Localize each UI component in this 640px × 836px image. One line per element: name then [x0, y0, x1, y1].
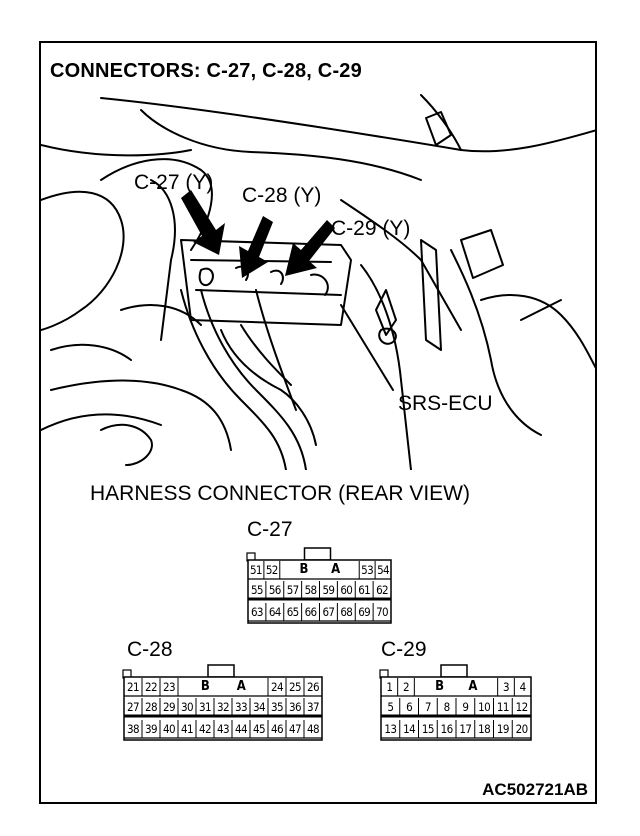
c28-face	[122, 664, 323, 741]
c28-pin-43: 43	[217, 722, 230, 736]
c28-pin-37: 37	[307, 700, 320, 714]
c29-face	[379, 664, 532, 741]
c29-label: C-29	[381, 638, 427, 661]
c29-pin-11: 11	[496, 700, 510, 714]
c27-pin-63: 63	[250, 605, 264, 619]
c29-pin-17: 17	[459, 722, 472, 736]
arrow-c28	[239, 216, 273, 278]
c27-pin-59: 59	[322, 583, 335, 597]
connector-c28: 21 22 23 B A 24 25 26 27 28 29 30 31 32 33 34 35 36 37 38 39…	[122, 662, 323, 742]
harness-heading: HARNESS CONNECTOR (REAR VIEW)	[90, 482, 470, 505]
c29-pin-1: 1	[386, 680, 393, 694]
c29-pin-16: 16	[440, 722, 454, 736]
c27-pin-53: 53	[361, 563, 374, 577]
c28-housing	[123, 676, 323, 741]
figure-code: AC502721AB	[482, 780, 588, 799]
c27-latch	[303, 547, 332, 561]
c29-pin-7: 7	[424, 700, 432, 714]
c28-pin-29: 29	[163, 700, 176, 714]
c28-pin-45: 45	[253, 722, 266, 736]
c29-photo-label: C-29 (Y)	[331, 217, 411, 240]
c28-pin-22: 22	[145, 680, 158, 694]
c28-pin-36: 36	[289, 700, 302, 714]
c28-pin-35: 35	[271, 700, 284, 714]
c29-pin-3: 3	[502, 680, 510, 694]
page-title: CONNECTORS: C-27, C-28, C-29	[50, 60, 362, 82]
c27-pin-61: 61	[358, 583, 371, 597]
c28-pin-34: 34	[253, 700, 266, 714]
c27-face	[246, 547, 392, 624]
c28-latch	[207, 664, 235, 678]
c29-key-B: B	[435, 679, 444, 694]
c28-pin-31: 31	[199, 700, 212, 714]
c27-pin-57: 57	[286, 583, 300, 597]
c28-pin-23: 23	[163, 680, 176, 694]
c28-pin-47: 47	[289, 722, 302, 736]
c27-pin-54: 54	[377, 563, 390, 577]
c27-pin-68: 68	[340, 605, 353, 619]
c29-pin-5: 5	[387, 700, 394, 714]
c28-pin-27: 27	[127, 700, 140, 714]
arrow-c29	[285, 220, 335, 276]
c28-pin-21: 21	[127, 680, 140, 694]
c27-pin-66: 66	[304, 605, 318, 619]
c27-key-B: B	[299, 562, 308, 577]
c28-pin-42: 42	[199, 722, 212, 736]
c28-pin-48: 48	[307, 722, 320, 736]
arrow-c27	[181, 190, 225, 255]
c28-key-A: A	[236, 679, 246, 694]
c29-pin-6: 6	[406, 700, 413, 714]
c28-pin-24: 24	[271, 680, 284, 694]
c27-pin-55: 55	[250, 583, 264, 597]
c28-pin-30: 30	[181, 700, 194, 714]
c28-pin-25: 25	[289, 680, 302, 694]
c29-pin-18: 18	[478, 722, 491, 736]
c27-pin-51: 51	[249, 563, 263, 577]
c29-pin-9: 9	[462, 700, 469, 714]
c28-pin-44: 44	[235, 722, 248, 736]
c28-photo-label: C-28 (Y)	[242, 184, 322, 207]
c27-pin-67: 67	[322, 605, 335, 619]
c29-pin-20: 20	[515, 722, 529, 736]
c29-latch	[440, 664, 468, 678]
c28-pin-46: 46	[271, 722, 284, 736]
c27-pin-58: 58	[304, 583, 318, 597]
c28-pin-38: 38	[127, 722, 140, 736]
c28-pin-26: 26	[307, 680, 320, 694]
c29-pin-13: 13	[384, 722, 397, 736]
c29-pin-12: 12	[515, 700, 529, 714]
c27-pin-64: 64	[268, 605, 282, 619]
c27-pin-52: 52	[265, 563, 279, 577]
c27-pin-56: 56	[268, 583, 282, 597]
c28-pin-39: 39	[145, 722, 158, 736]
c27-key-A: A	[331, 562, 340, 577]
c28-pin-32: 32	[217, 700, 230, 714]
c29-pin-10: 10	[478, 700, 491, 714]
c29-pin-15: 15	[421, 722, 435, 736]
c29-pin-19: 19	[496, 722, 510, 736]
c28-key-B: B	[200, 679, 210, 694]
c29-pin-8: 8	[443, 700, 451, 714]
c27-photo-label: C-27 (Y)	[134, 171, 214, 194]
vehicle-illustration	[41, 94, 597, 470]
c28-label: C-28	[127, 638, 173, 661]
c28-pin-33: 33	[235, 700, 248, 714]
c27-pin-69: 69	[358, 605, 371, 619]
c29-pin-14: 14	[403, 722, 416, 736]
c27-pin-70: 70	[376, 605, 389, 619]
figure-frame	[39, 41, 597, 804]
c28-pin-41: 41	[181, 722, 194, 736]
c27-pin-65: 65	[286, 605, 300, 619]
c27-label: C-27	[247, 518, 293, 541]
c28-pin-40: 40	[163, 722, 176, 736]
c27-pin-60: 60	[340, 583, 353, 597]
srs-ecu-label: SRS-ECU	[398, 392, 493, 415]
c27-pin-62: 62	[376, 583, 389, 597]
c28-pin-28: 28	[145, 700, 158, 714]
c29-pin-4: 4	[519, 680, 527, 694]
c29-pin-2: 2	[402, 680, 410, 694]
c29-key-A: A	[468, 679, 477, 694]
